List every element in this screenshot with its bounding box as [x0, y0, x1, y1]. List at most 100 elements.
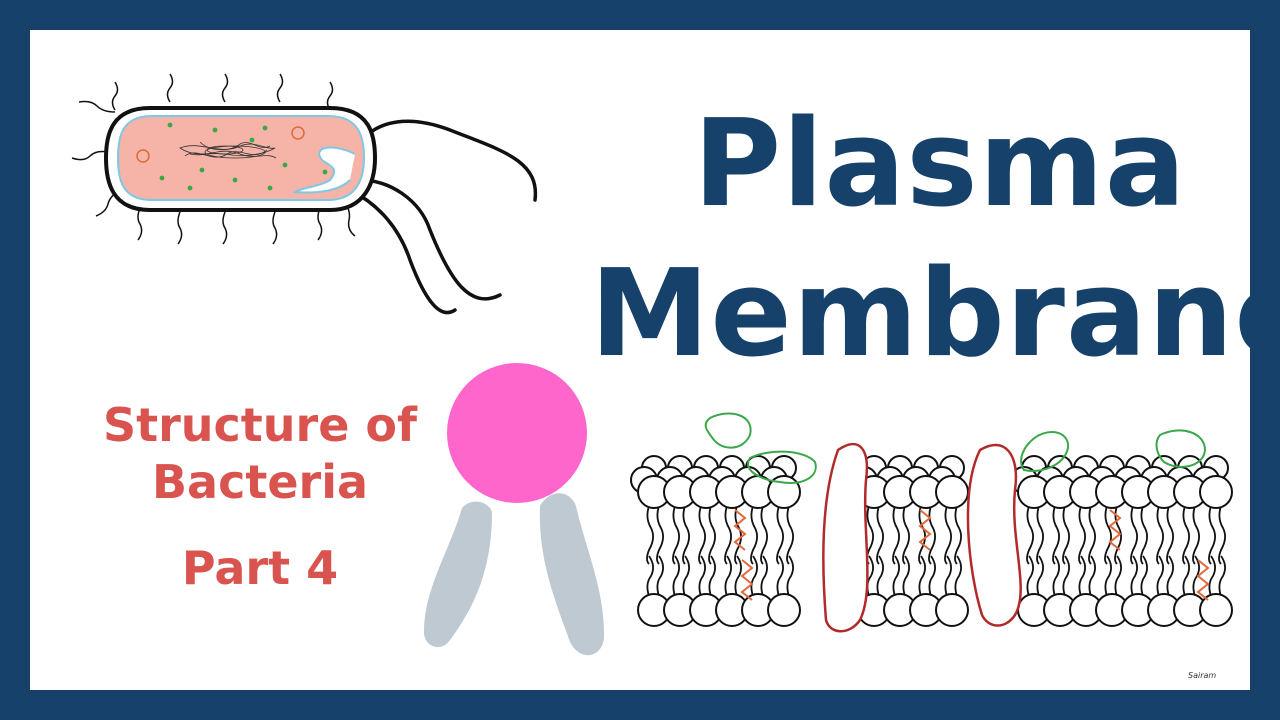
- lipid-tail: [672, 555, 680, 597]
- thumbnail-canvas: Plasma Membrane Structure of Bacteria Pa…: [30, 30, 1250, 690]
- lipid-tail: [1078, 555, 1086, 597]
- lipid-tail: [760, 555, 768, 597]
- lipid-tail: [1166, 505, 1174, 565]
- lipid-tail: [1208, 505, 1216, 565]
- lipid-tail: [1036, 505, 1044, 565]
- author-credit: Sairam: [1188, 671, 1217, 680]
- cholesterol: [1108, 509, 1122, 551]
- lipid-tail: [1052, 505, 1060, 565]
- lipid-head: [1199, 593, 1233, 627]
- lipid-head: [767, 593, 801, 627]
- subtitle-line-3: Part 4: [181, 541, 339, 595]
- lipid-tail: [1088, 505, 1096, 565]
- lipid-head: [935, 475, 969, 509]
- carbohydrate-chain: [1155, 429, 1207, 468]
- lipid-tail: [902, 505, 910, 565]
- lipid-tail: [1156, 505, 1164, 565]
- lipid-tail: [1104, 505, 1112, 565]
- subtitle-line-2: Bacteria: [151, 455, 369, 509]
- lipid-tail: [1140, 505, 1148, 565]
- membrane-bilayer-icon: [630, 412, 1233, 633]
- flagella: [348, 119, 538, 315]
- lipid-tail: [776, 505, 784, 565]
- pili: [71, 73, 356, 245]
- fatty-acid-tail: [423, 501, 492, 648]
- lipid-tail: [892, 555, 900, 597]
- lipid-tail: [1208, 555, 1216, 597]
- lipid-tail: [954, 555, 962, 597]
- integral-protein: [822, 443, 869, 633]
- nucleoid: [179, 141, 277, 159]
- lipid-tail: [776, 555, 784, 597]
- lipid-tail: [1052, 555, 1060, 597]
- granules: [159, 122, 328, 191]
- lipid-tail: [646, 555, 654, 597]
- cholesterol: [1196, 559, 1210, 601]
- cholesterol: [733, 509, 747, 551]
- lipid-tail: [672, 505, 680, 565]
- lipid-tail: [724, 555, 732, 597]
- lipid-tail: [786, 505, 794, 565]
- lipid-tail: [1182, 555, 1190, 597]
- lipid-tail: [708, 555, 716, 597]
- lipid-tail: [1026, 505, 1034, 565]
- title-line-1: Plasma: [693, 95, 1187, 234]
- lipid-tail: [1218, 505, 1226, 565]
- lipid-tail: [1218, 555, 1226, 597]
- lipid-head: [1199, 475, 1233, 509]
- lipid-tail: [1156, 555, 1164, 597]
- lipid-tail: [656, 555, 664, 597]
- lipid-tail: [734, 505, 742, 565]
- lipid-tail: [876, 555, 884, 597]
- lipid-tail: [1130, 505, 1138, 565]
- lipid-tail: [1062, 505, 1070, 565]
- lipid-tail: [892, 505, 900, 565]
- carbohydrate-chain: [1020, 430, 1070, 472]
- lipid-tail: [786, 555, 794, 597]
- lipid-tail: [698, 505, 706, 565]
- lipid-tail: [682, 505, 690, 565]
- lipid-tail: [750, 505, 758, 565]
- lipid-tail: [928, 555, 936, 597]
- phosphate-head: [447, 363, 587, 503]
- lipid-tail: [1062, 555, 1070, 597]
- lipid-tail: [682, 555, 690, 597]
- cholesterol: [740, 559, 754, 601]
- lipid-tail: [1140, 555, 1148, 597]
- lipid-tail: [944, 505, 952, 565]
- phospholipid-icon: [423, 363, 605, 656]
- subtitle-line-1: Structure of: [102, 398, 418, 452]
- lipid-tail: [646, 505, 654, 565]
- plasmid: [136, 149, 150, 163]
- lipid-tail: [1192, 505, 1200, 565]
- carbohydrate-chain: [704, 412, 752, 449]
- lipid-tail: [1088, 555, 1096, 597]
- lipid-tail: [876, 505, 884, 565]
- lipid-tail: [656, 505, 664, 565]
- lipid-tail: [734, 555, 742, 597]
- lipid-tail: [1114, 505, 1122, 565]
- lipid-tail: [918, 505, 926, 565]
- lipid-tail: [954, 505, 962, 565]
- lipid-tail: [1078, 505, 1086, 565]
- lipid-tail: [724, 505, 732, 565]
- integral-protein: [966, 443, 1022, 627]
- lipid-tail: [708, 505, 716, 565]
- lipid-tail: [1026, 555, 1034, 597]
- title-line-2: Membrane: [590, 245, 1250, 384]
- cholesterol: [918, 509, 932, 551]
- fatty-acid-tail: [539, 493, 605, 656]
- mesosome: [292, 146, 356, 194]
- lipid-tail: [1130, 555, 1138, 597]
- bacterium-icon: [71, 73, 538, 315]
- lipid-tail: [760, 505, 768, 565]
- lipid-tail: [1114, 555, 1122, 597]
- lipid-tail: [1104, 555, 1112, 597]
- lipid-tail: [1036, 555, 1044, 597]
- lipid-tail: [750, 555, 758, 597]
- lipid-tail: [902, 555, 910, 597]
- lipid-tail: [944, 555, 952, 597]
- plasmid: [291, 126, 305, 140]
- lipid-tail: [1166, 555, 1174, 597]
- carbohydrate-chain: [747, 450, 817, 484]
